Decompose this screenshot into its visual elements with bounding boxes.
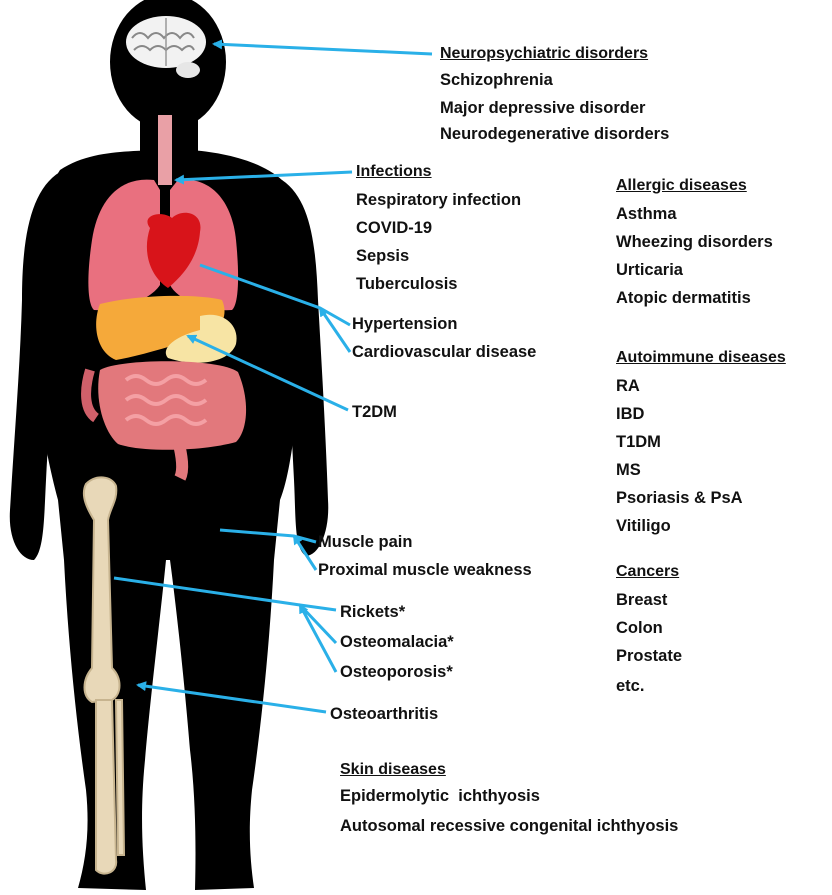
allergic-item-1: Asthma xyxy=(616,204,677,224)
bone-item-3: Osteoporosis* xyxy=(340,662,453,682)
cancers-item-2: Colon xyxy=(616,618,663,638)
neuro-item-2: Major depressive disorder xyxy=(440,98,645,118)
neuro-item-3: Neurodegenerative disorders xyxy=(440,124,669,144)
t2dm-label: T2DM xyxy=(352,402,397,422)
allergic-item-2: Wheezing disorders xyxy=(616,232,773,252)
cancers-item-1: Breast xyxy=(616,590,667,610)
cancers-item-3: Prostate xyxy=(616,646,682,666)
cardio-item-2: Cardiovascular disease xyxy=(352,342,536,362)
cancers-heading: Cancers xyxy=(616,562,679,582)
skin-item-2: Autosomal recessive congenital ichthyosi… xyxy=(340,816,678,836)
allergic-item-4: Atopic dermatitis xyxy=(616,288,751,308)
infections-heading: Infections xyxy=(356,162,432,182)
skin-heading: Skin diseases xyxy=(340,760,446,780)
infections-item-3: Sepsis xyxy=(356,246,409,266)
autoimmune-item-3: T1DM xyxy=(616,432,661,452)
autoimmune-item-1: RA xyxy=(616,376,640,396)
skin-item-1: Epidermolytic ichthyosis xyxy=(340,786,540,806)
muscle-item-2: Proximal muscle weakness xyxy=(318,560,532,580)
trachea-icon xyxy=(158,115,172,185)
autoimmune-heading: Autoimmune diseases xyxy=(616,348,786,368)
autoimmune-item-6: Vitiligo xyxy=(616,516,671,536)
infections-item-2: COVID-19 xyxy=(356,218,432,238)
allergic-heading: Allergic diseases xyxy=(616,176,747,196)
osteoarthritis-label: Osteoarthritis xyxy=(330,704,438,724)
cancers-item-4: etc. xyxy=(616,676,644,696)
autoimmune-item-5: Psoriasis & PsA xyxy=(616,488,743,508)
autoimmune-item-4: MS xyxy=(616,460,641,480)
infections-item-1: Respiratory infection xyxy=(356,190,521,210)
cardio-item-1: Hypertension xyxy=(352,314,457,334)
allergic-item-3: Urticaria xyxy=(616,260,683,280)
neuro-item-1: Schizophrenia xyxy=(440,70,553,90)
autoimmune-item-2: IBD xyxy=(616,404,644,424)
arrow-neuro xyxy=(214,44,432,54)
bone-item-1: Rickets* xyxy=(340,602,405,622)
muscle-item-1: Muscle pain xyxy=(318,532,412,552)
neuro-heading: Neuropsychiatric disorders xyxy=(440,44,648,64)
bone-item-2: Osteomalacia* xyxy=(340,632,454,652)
infections-item-4: Tuberculosis xyxy=(356,274,457,294)
